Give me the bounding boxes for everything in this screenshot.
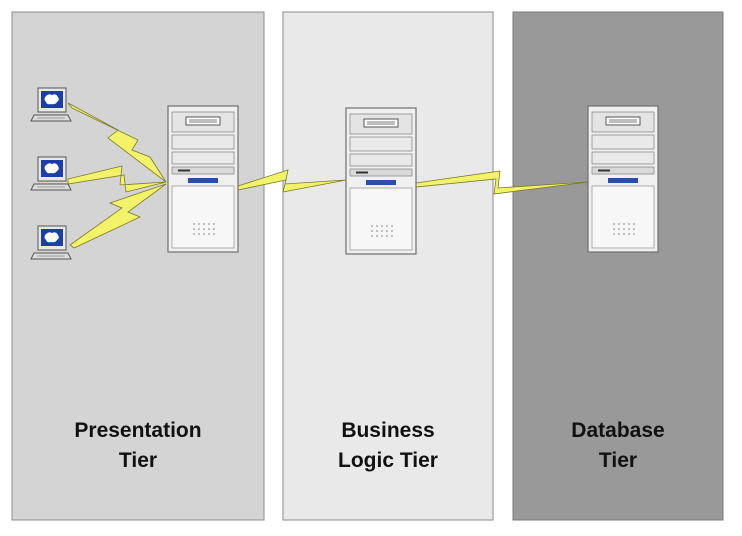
database-tier-label-layer: Database Tier xyxy=(513,12,723,520)
presentation-title-line1: Presentation xyxy=(74,419,202,442)
lightning-icon xyxy=(67,165,167,193)
business-logic-tier-background xyxy=(282,11,494,521)
business-logic-title-line1: Business xyxy=(341,419,435,442)
presentation-title-line2: Tier xyxy=(118,449,158,472)
lightning-icon xyxy=(237,169,347,193)
presentation-tier-title: Presentation Tier xyxy=(12,416,264,476)
lightning-icon xyxy=(415,170,589,195)
business-logic-tier-title: Business Logic Tier xyxy=(283,416,493,476)
presentation-tier-label-layer: Presentation Tier xyxy=(12,12,264,520)
database-title-line1: Database xyxy=(571,419,665,442)
business-logic-title-line2: Logic Tier xyxy=(338,449,438,472)
business-logic-tier-label-layer: Business Logic Tier xyxy=(283,12,493,520)
database-tier-title: Database Tier xyxy=(513,416,723,476)
lightning-icon xyxy=(67,102,167,183)
database-tier-background xyxy=(512,11,724,521)
database-title-line2: Tier xyxy=(598,449,638,472)
lightning-icon xyxy=(69,183,167,249)
